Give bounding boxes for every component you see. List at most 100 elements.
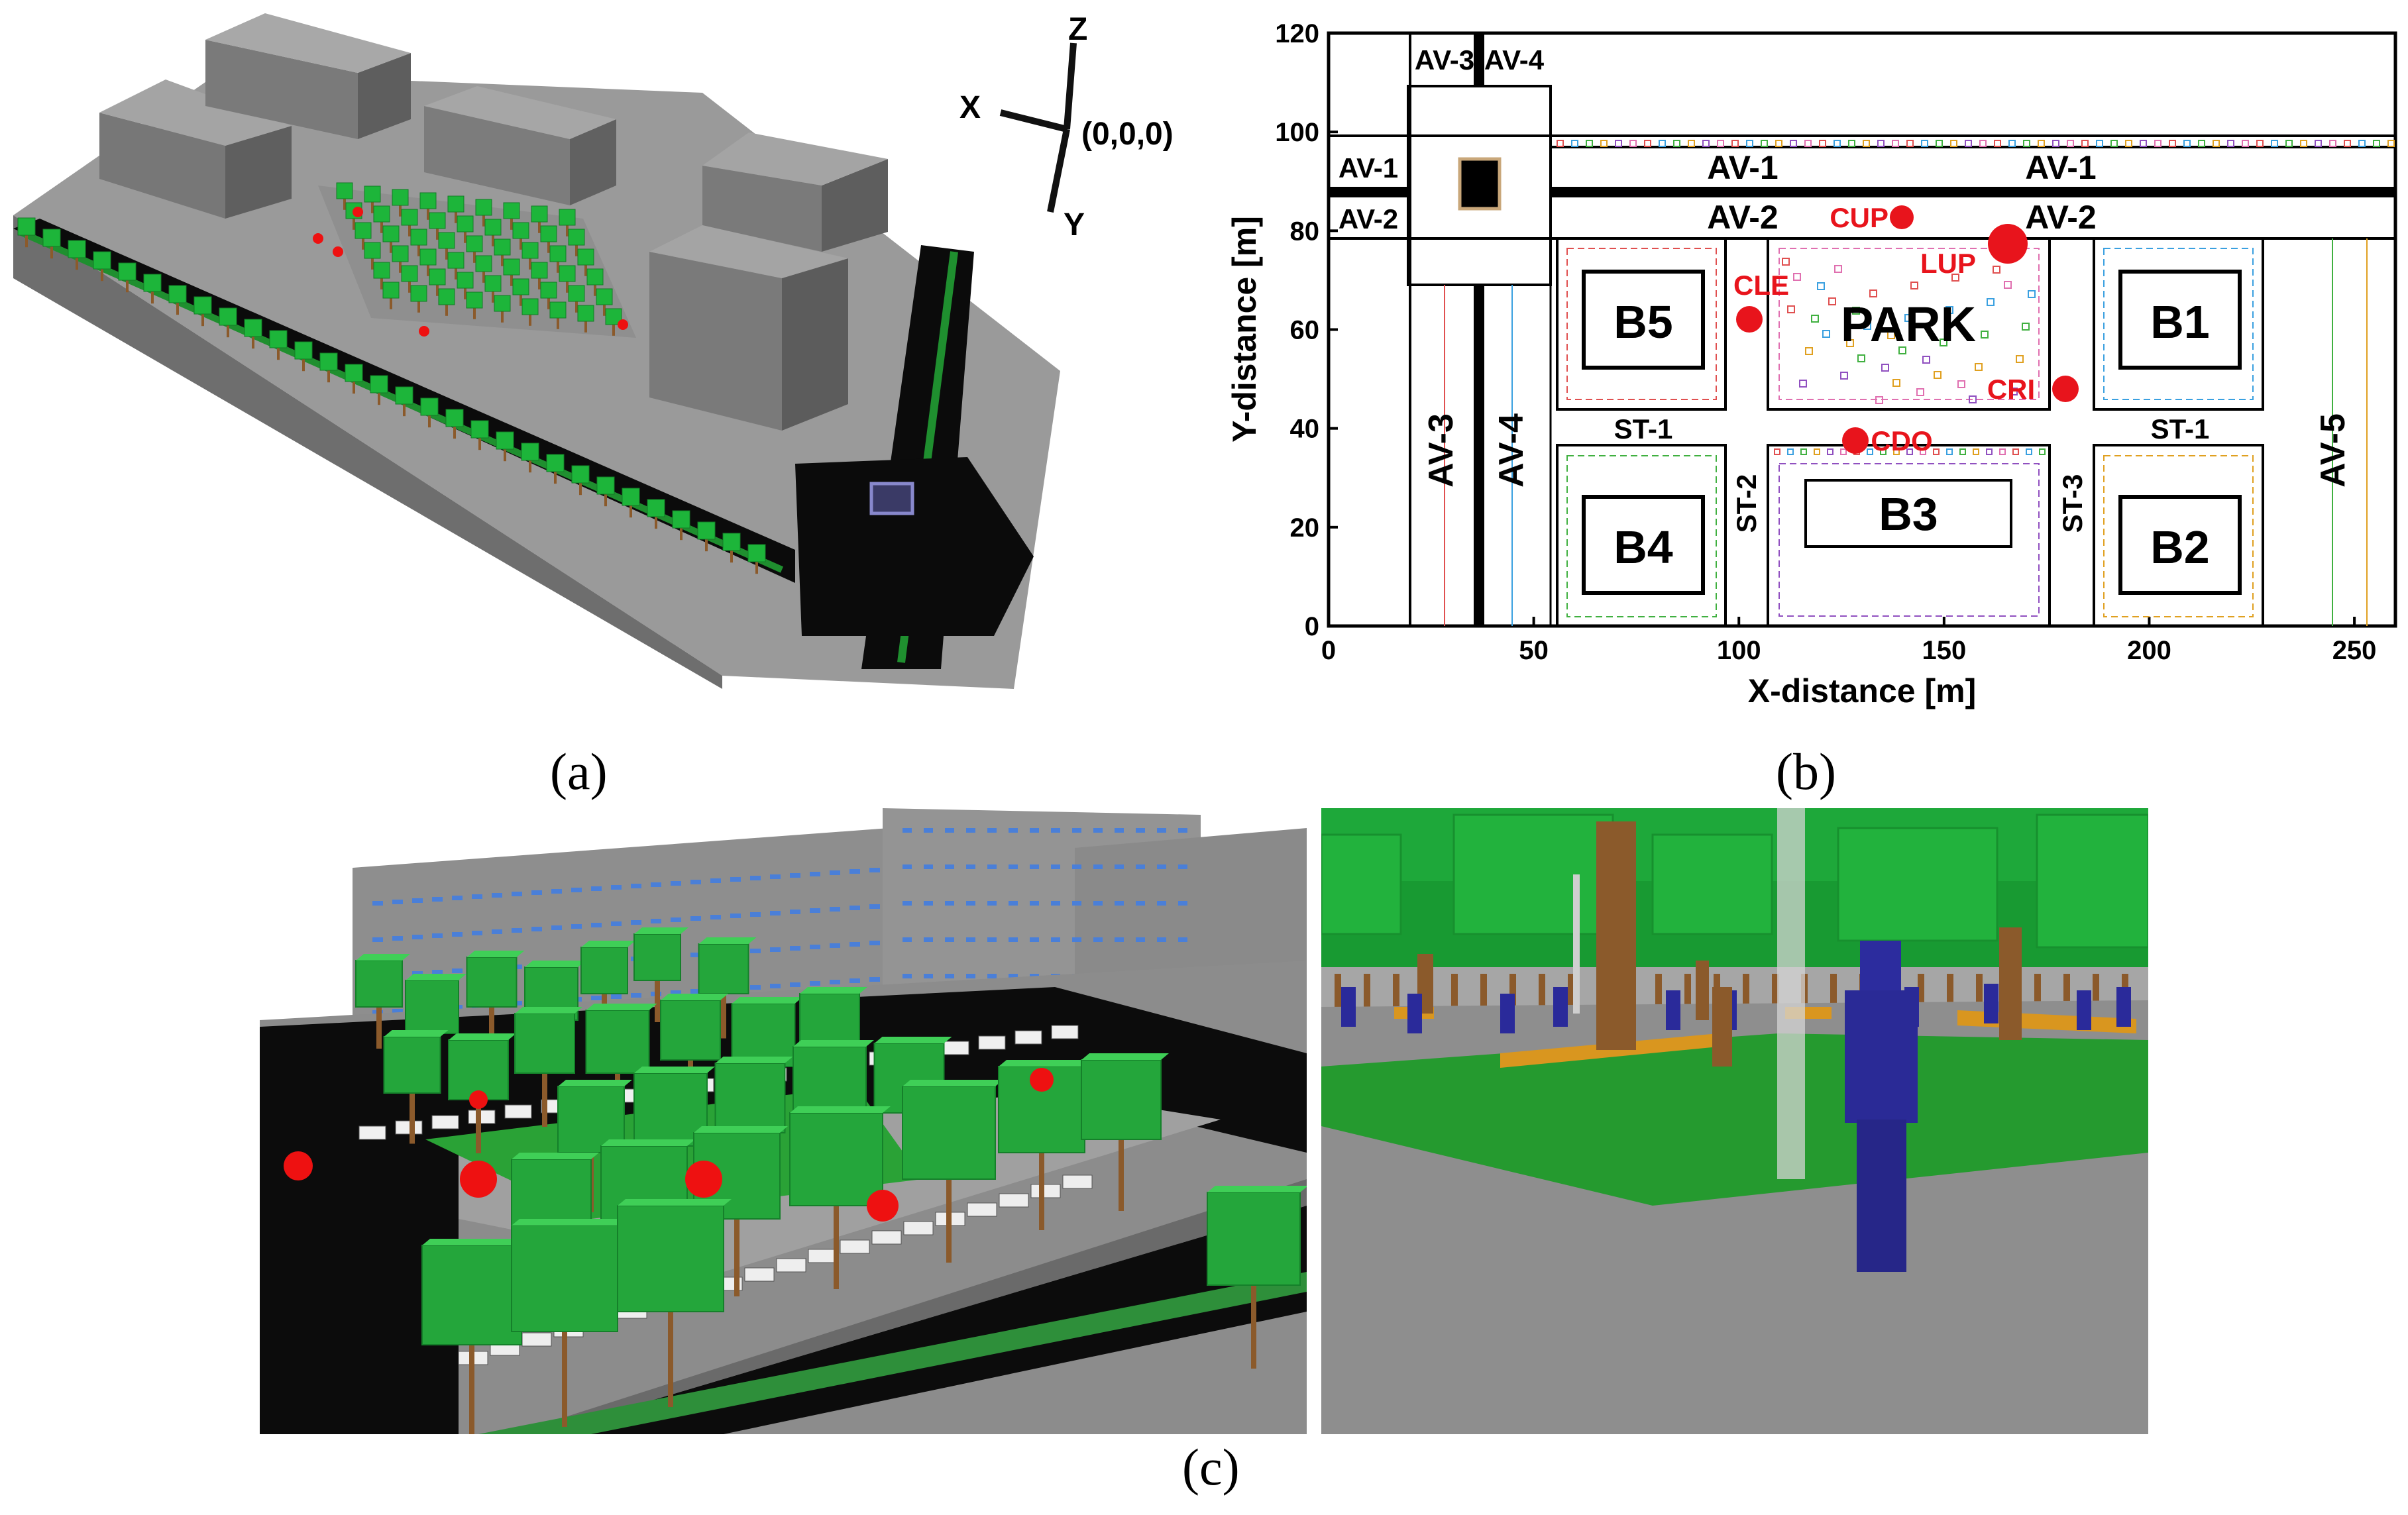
parked-car-marker <box>1867 448 1873 455</box>
x-tick-label: 250 <box>2332 636 2377 665</box>
canopy-blocks <box>1320 813 2150 949</box>
park-element <box>1782 258 1790 266</box>
tree-trunk-foreground <box>1712 987 1732 1067</box>
y-axis-label: Y-distance [m] <box>1226 216 1263 443</box>
park-element <box>1787 305 1795 313</box>
panel-c-left-canvas <box>260 808 1308 1434</box>
parked-car-marker <box>2285 140 2293 147</box>
park-element <box>1805 347 1813 355</box>
park-element <box>1857 354 1865 362</box>
block-b3: B3 <box>1879 488 1938 540</box>
parked-car-marker <box>2052 140 2059 147</box>
sensor-lup-label: LUP <box>1920 248 1976 279</box>
ground-side <box>13 215 722 689</box>
panel-a-city-3d: Z X Y (0,0,0) (a) <box>0 0 1193 800</box>
axis-triad: Z X Y (0,0,0) <box>959 12 1174 242</box>
parked-car-marker <box>2183 140 2191 147</box>
parked-car-marker <box>1600 140 1608 147</box>
label-av3-top: AV-3 <box>1415 44 1474 76</box>
block-detail-frame <box>1566 248 1717 400</box>
bottom-green-strip <box>478 1272 1307 1434</box>
panel-a-sensor-markers <box>313 207 628 337</box>
park-element <box>1828 297 1836 305</box>
x-tick-label: 100 <box>1717 636 1761 665</box>
lamp-pole-translucent <box>1777 808 1805 1179</box>
park-element <box>2010 388 2018 395</box>
parked-car-marker <box>1986 448 1993 455</box>
parked-car-marker <box>1787 448 1794 455</box>
parked-car-marker <box>1906 448 1913 455</box>
parked-car-marker <box>1936 140 1943 147</box>
parked-car-marker <box>1906 140 1914 147</box>
park-element <box>2022 323 2030 331</box>
parked-car-marker <box>1702 140 1710 147</box>
parked-car-marker <box>1921 140 1928 147</box>
park-element <box>1981 331 1989 339</box>
parked-car-marker <box>1731 140 1739 147</box>
sensor-cdo-dot <box>1842 427 1869 454</box>
parked-car-marker <box>2271 140 2278 147</box>
block-b4: B4 <box>1614 521 1673 573</box>
lamp-pole-far <box>1573 874 1580 1014</box>
parked-car-marker <box>2110 140 2118 147</box>
panel-a-trees <box>17 182 766 574</box>
y-tick-label: 20 <box>1290 513 1320 543</box>
parked-car-marker <box>2039 448 2046 455</box>
parked-car-marker <box>1775 140 1782 147</box>
panel-c-right-canvas <box>1320 808 2150 1434</box>
y-tick-label: 80 <box>1290 217 1320 246</box>
parked-car-marker <box>2256 140 2264 147</box>
parked-car-marker <box>2096 140 2103 147</box>
label-av4-side: AV-4 <box>1492 413 1531 488</box>
label-av4-top: AV-4 <box>1484 44 1545 76</box>
parked-car-marker <box>2038 140 2045 147</box>
block-detail-frame <box>2103 455 2254 617</box>
parked-car-marker <box>1688 140 1695 147</box>
parked-car-marker <box>1717 140 1724 147</box>
x-tick-label: 200 <box>2127 636 2171 665</box>
y-tick-label: 120 <box>1275 19 1319 48</box>
parked-car-marker <box>2008 140 2016 147</box>
sensor-cri-label: CRI <box>1987 374 2035 405</box>
block-b2: B2 <box>2150 521 2209 573</box>
parked-car-marker <box>1893 448 1900 455</box>
park-element <box>1793 273 1801 281</box>
sensor-cri-dot <box>2052 376 2079 402</box>
block-outlines <box>1556 237 2264 627</box>
parked-car-marker <box>1774 448 1780 455</box>
parked-car-marker <box>1804 140 1812 147</box>
sensor-cup-dot <box>1890 205 1914 229</box>
parked-car-marker <box>1827 448 1833 455</box>
label-av1-right: AV-1 <box>2025 149 2096 186</box>
parked-car-marker <box>1840 448 1847 455</box>
parked-car-marker <box>2373 140 2380 147</box>
park-element <box>1852 307 1860 315</box>
parked-car-marker <box>1673 140 1680 147</box>
parked-car-marker <box>2140 140 2147 147</box>
parked-car-marker <box>1629 140 1637 147</box>
park-element <box>2004 281 2012 289</box>
road-loop <box>260 987 1307 1434</box>
block-labels: B5 B1 B4 B2 B3 PARK <box>1582 270 2242 595</box>
axis-origin-label: (0,0,0) <box>1081 117 1174 152</box>
parked-car-marker <box>1999 448 2006 455</box>
park-element <box>1817 282 1825 290</box>
parked-car-marker <box>1761 140 1768 147</box>
parked-car-marker <box>1833 140 1841 147</box>
park-element <box>1940 339 1947 346</box>
parked-car-marker <box>1863 140 1870 147</box>
parked-car-marker <box>2300 140 2307 147</box>
park-element <box>1898 346 1906 354</box>
park-element <box>1945 306 1953 314</box>
label-av1-mid: AV-1 <box>1707 149 1778 186</box>
parked-car-marker <box>1946 448 1953 455</box>
parked-car-marker <box>2125 140 2132 147</box>
parked-car-marker <box>1994 140 2001 147</box>
park-element <box>1993 266 2000 274</box>
grass-lawn <box>1321 1033 2148 1206</box>
park-element <box>1987 298 1995 306</box>
parked-car-marker <box>2387 140 2395 147</box>
parked-car-marker <box>1557 140 1564 147</box>
label-st1-left: ST-1 <box>1614 413 1673 444</box>
